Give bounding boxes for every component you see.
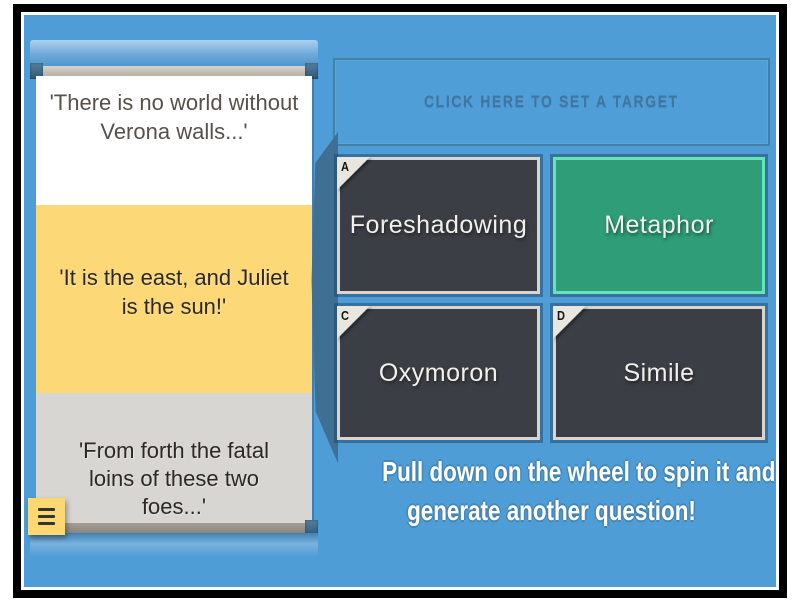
tile-label: Metaphor — [604, 211, 714, 239]
tile-letter: C — [341, 308, 349, 323]
answer-grid: A Foreshadowing Metaphor C Oxymoron D — [337, 157, 765, 440]
tile-label: Foreshadowing — [349, 211, 528, 239]
answer-tile-b-selected[interactable]: Metaphor — [553, 157, 765, 294]
answer-tile-a[interactable]: A Foreshadowing — [337, 157, 540, 294]
quote-text: 'There is no world without Verona walls.… — [49, 90, 299, 144]
tile-corner-fold: D — [553, 306, 586, 339]
tile-corner-fold: A — [337, 157, 370, 190]
tile-label: Simile — [623, 358, 695, 387]
tile-letter: D — [557, 308, 565, 323]
axle-cap — [30, 63, 43, 79]
outer-frame: 'There is no world without Verona walls.… — [13, 4, 787, 598]
quote-segment-2: 'It is the east, and Juliet is the sun!' — [36, 205, 312, 393]
answer-tile-d[interactable]: D Simile — [553, 306, 765, 440]
instruction-text: Pull down on the wheel to spin it and ge… — [333, 455, 776, 533]
quote-text: 'From forth the fatal loins of these two… — [78, 438, 270, 519]
quote-segment-1: 'There is no world without Verona walls.… — [36, 76, 312, 205]
tile-letter: A — [341, 159, 349, 174]
quote-segment-3: 'From forth the fatal loins of these two… — [36, 393, 312, 523]
tile-label: Oxymoron — [378, 358, 499, 387]
tile-corner-fold: C — [337, 306, 370, 339]
wheel-roller-bottom — [30, 533, 318, 557]
hamburger-icon — [38, 508, 55, 511]
instruction-line-1: Pull down on the wheel to spin it and — [382, 456, 776, 487]
app-canvas: 'There is no world without Verona walls.… — [24, 15, 776, 587]
wheel-side-shadow — [311, 132, 338, 464]
axle-cap — [305, 520, 318, 536]
instruction-line-2: generate another question! — [407, 495, 696, 526]
axle-cap — [305, 63, 318, 79]
quote-text: 'It is the east, and Juliet is the sun!' — [59, 265, 289, 319]
target-label: CLICK HERE TO SET A TARGET — [424, 92, 679, 111]
set-target-button[interactable]: CLICK HERE TO SET A TARGET — [333, 58, 770, 146]
menu-button[interactable] — [28, 498, 65, 535]
answer-tile-c[interactable]: C Oxymoron — [337, 306, 540, 440]
wheel-axle-top — [30, 63, 318, 79]
wheel-roller-top — [30, 40, 318, 68]
wheel-paper[interactable]: 'There is no world without Verona walls.… — [36, 76, 312, 523]
wheel-axle-bottom — [30, 520, 318, 536]
